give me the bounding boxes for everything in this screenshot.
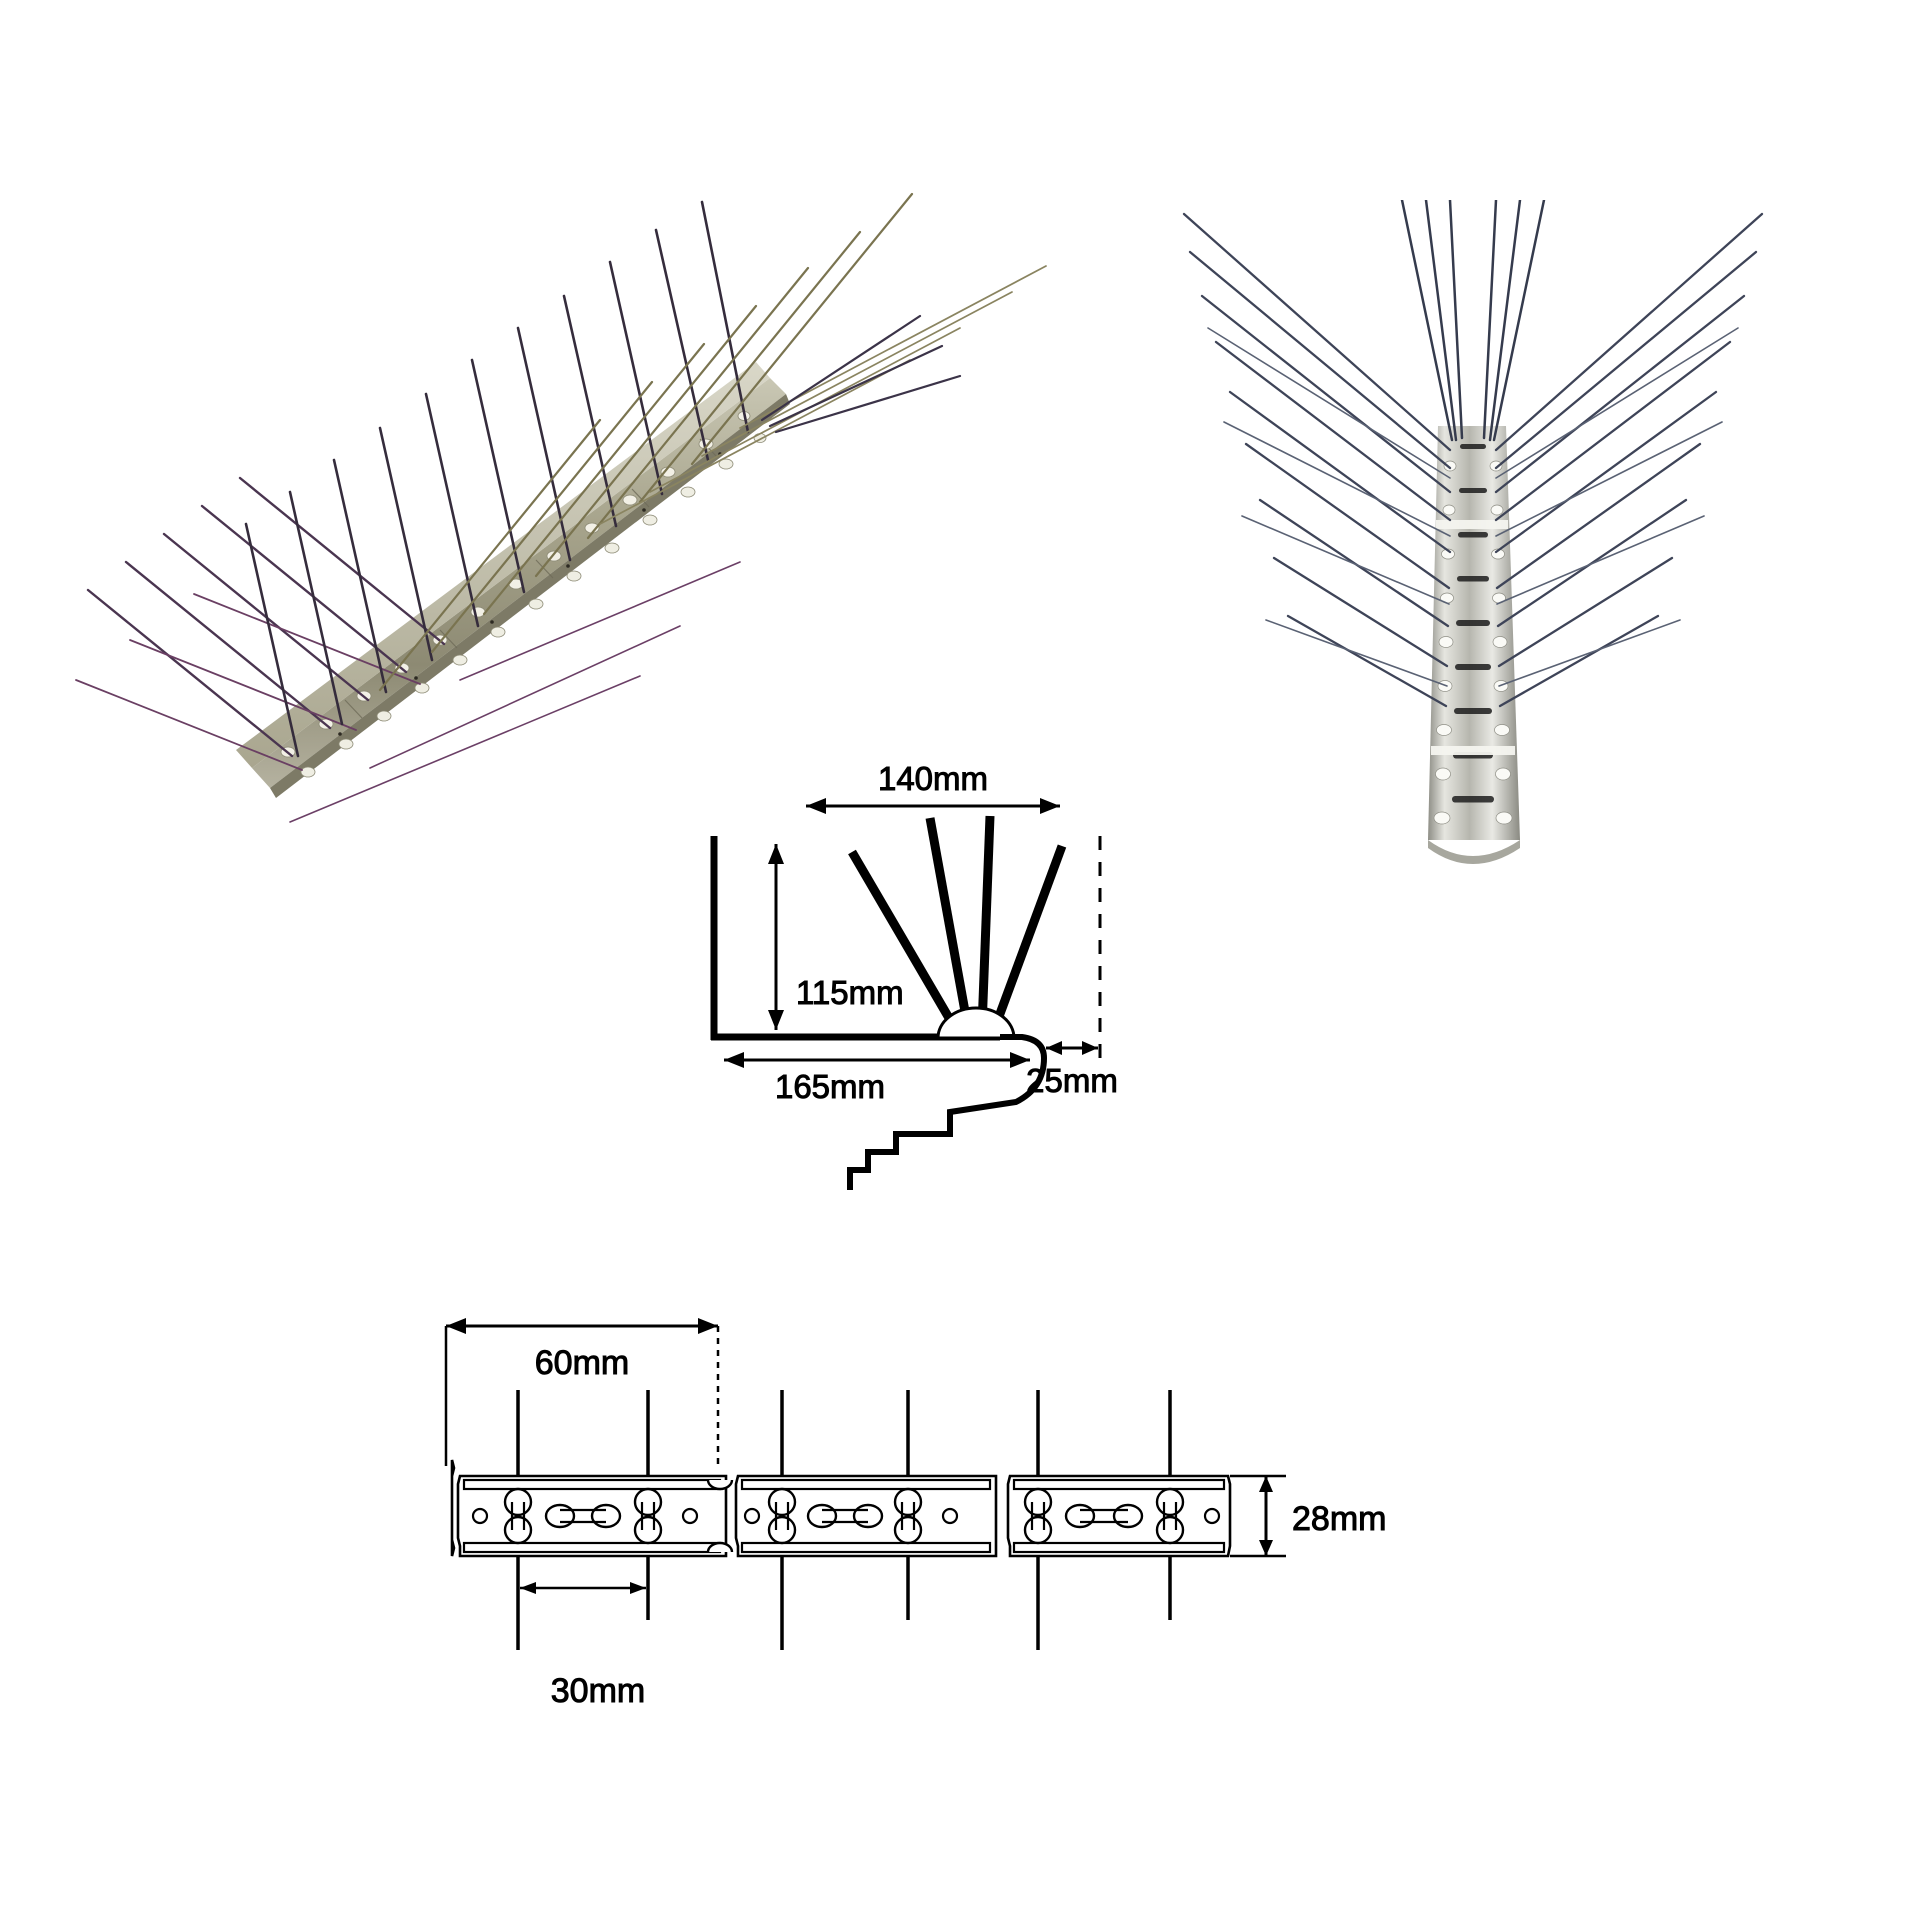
cornice-profile [847,1034,1048,1190]
dimension-165mm: 165mm [724,1052,1030,1106]
spike-base-dome [936,1006,1016,1040]
spike-wires [75,192,1047,823]
spike-centre-lines-lower [516,1556,1172,1650]
dimension-30mm: 30mm [520,1582,646,1711]
product-photo-angled-view [40,120,1050,880]
spike-wires [1182,200,1464,708]
dimension-label-25mm: 25mm [1026,1062,1118,1099]
end-view-illustration [1182,200,1764,864]
dimension-60mm: 60mm [444,1318,720,1466]
dimension-label-165mm: 165mm [775,1068,885,1105]
dimension-28mm: 28mm [1230,1474,1387,1558]
dimension-115mm: 115mm [768,844,904,1030]
dimension-label-28mm: 28mm [1292,1500,1386,1538]
spike-fan [848,815,1067,1033]
base-plate-segment [450,1459,734,1558]
base-plate-segment [734,1474,998,1558]
spike-centre-lines-upper [516,1390,1172,1476]
spike-wires-right [1482,200,1764,708]
dimension-label-115mm: 115mm [796,974,904,1011]
base-plate-segment [1006,1474,1232,1558]
cornice-section-drawing: 140mm 115mm [710,760,1118,1190]
base-rail-spine [1428,426,1520,864]
product-photo-end-view [1150,200,1790,900]
dimension-25mm: 25mm [1026,1041,1118,1100]
dimension-140mm: 140mm [806,760,1060,814]
cornice-section-diagram: 140mm 115mm [700,740,1230,1300]
base-plate-diagram: 60mm [430,1290,1387,1770]
dimension-label-30mm: 30mm [551,1672,645,1710]
dimension-label-60mm: 60mm [535,1344,629,1382]
angled-view-illustration [75,192,1047,823]
dimension-label-140mm: 140mm [878,760,988,797]
base-plate-drawing: 60mm [444,1318,1387,1711]
